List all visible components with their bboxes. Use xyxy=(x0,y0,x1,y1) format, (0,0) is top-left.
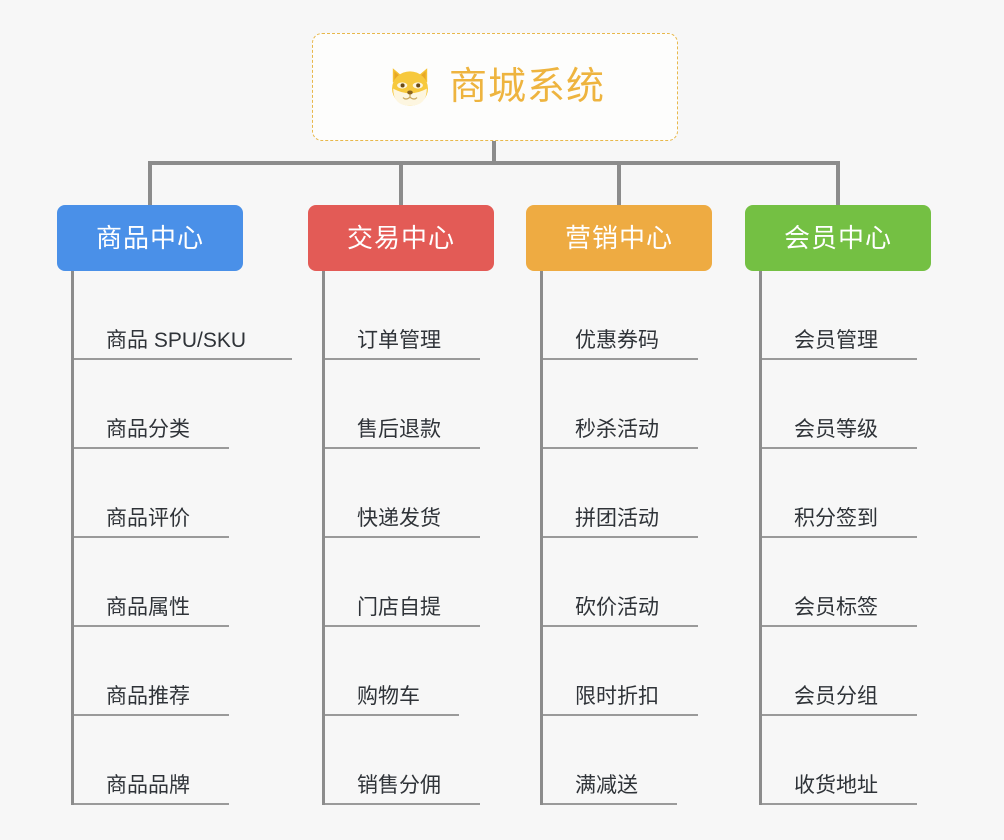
list-item[interactable]: 优惠券码 xyxy=(543,271,712,360)
list-item[interactable]: 会员标签 xyxy=(762,538,931,627)
leaf-label: 满减送 xyxy=(575,773,638,797)
list-item[interactable]: 快递发货 xyxy=(325,449,494,538)
category-column-marketing: 营销中心 优惠券码 秒杀活动 拼团活动 砍价活动 限时折扣 xyxy=(526,205,712,805)
category-header-label: 交易中心 xyxy=(346,223,455,253)
root-node-shop-system[interactable]: 商城系统 xyxy=(312,33,678,141)
leaf-label: 商品品牌 xyxy=(106,773,190,797)
leaf-list-marketing: 优惠券码 秒杀活动 拼团活动 砍价活动 限时折扣 满减送 xyxy=(540,271,712,805)
leaf-underline xyxy=(762,358,917,360)
category-header-member[interactable]: 会员中心 xyxy=(745,205,931,271)
leaf-label: 商品 SPU/SKU xyxy=(106,328,247,352)
leaf-list-trade: 订单管理 售后退款 快递发货 门店自提 购物车 销售分佣 xyxy=(322,271,494,805)
category-column-product: 商品中心 商品 SPU/SKU 商品分类 商品评价 商品属性 商品推荐 xyxy=(57,205,292,805)
leaf-underline xyxy=(325,536,480,538)
leaf-label: 快递发货 xyxy=(357,506,441,530)
leaf-label: 积分签到 xyxy=(794,506,878,530)
list-item[interactable]: 限时折扣 xyxy=(543,627,712,716)
category-header-label: 营销中心 xyxy=(564,223,673,253)
list-item[interactable]: 商品推荐 xyxy=(74,627,243,716)
connector-root-stem xyxy=(492,141,496,163)
list-item[interactable]: 商品分类 xyxy=(74,360,243,449)
shiba-dog-icon xyxy=(392,68,428,108)
leaf-label: 门店自提 xyxy=(357,595,441,619)
leaf-label: 秒杀活动 xyxy=(575,417,659,441)
connector-drop-3 xyxy=(617,161,621,205)
list-item[interactable]: 收货地址 xyxy=(762,716,931,805)
leaf-label: 售后退款 xyxy=(357,417,441,441)
list-item[interactable]: 拼团活动 xyxy=(543,449,712,538)
list-item[interactable]: 秒杀活动 xyxy=(543,360,712,449)
leaf-underline xyxy=(762,447,917,449)
leaf-label: 商品分类 xyxy=(106,417,190,441)
leaf-underline xyxy=(325,358,480,360)
leaf-underline xyxy=(543,447,698,449)
leaf-underline xyxy=(74,536,229,538)
leaf-label: 商品属性 xyxy=(106,595,190,619)
leaf-underline xyxy=(543,625,698,627)
leaf-underline xyxy=(762,625,917,627)
category-column-member: 会员中心 会员管理 会员等级 积分签到 会员标签 会员分组 xyxy=(745,205,931,805)
list-item[interactable]: 售后退款 xyxy=(325,360,494,449)
leaf-underline xyxy=(325,625,480,627)
leaf-underline xyxy=(762,714,917,716)
list-item[interactable]: 会员分组 xyxy=(762,627,931,716)
leaf-label: 优惠券码 xyxy=(575,328,659,352)
list-item[interactable]: 满减送 xyxy=(543,716,712,805)
leaf-label: 拼团活动 xyxy=(575,506,659,530)
leaf-label: 订单管理 xyxy=(357,328,441,352)
leaf-underline xyxy=(74,803,229,805)
leaf-underline xyxy=(762,536,917,538)
connector-drop-1 xyxy=(148,161,152,205)
list-item[interactable]: 门店自提 xyxy=(325,538,494,627)
leaf-label: 商品推荐 xyxy=(106,684,190,708)
leaf-label: 商品评价 xyxy=(106,506,190,530)
list-item[interactable]: 购物车 xyxy=(325,627,494,716)
leaf-label: 会员分组 xyxy=(794,684,878,708)
leaf-label: 砍价活动 xyxy=(575,595,659,619)
leaf-label: 限时折扣 xyxy=(575,684,659,708)
list-item[interactable]: 商品属性 xyxy=(74,538,243,627)
leaf-label: 购物车 xyxy=(357,684,420,708)
leaf-label: 会员等级 xyxy=(794,417,878,441)
leaf-underline xyxy=(543,714,698,716)
leaf-label: 收货地址 xyxy=(794,773,878,797)
leaf-underline xyxy=(543,803,677,805)
category-header-product[interactable]: 商品中心 xyxy=(57,205,243,271)
leaf-underline xyxy=(325,714,459,716)
connector-horizontal-bar xyxy=(150,161,840,165)
root-node-title: 商城系统 xyxy=(448,66,605,108)
list-item[interactable]: 订单管理 xyxy=(325,271,494,360)
list-item[interactable]: 砍价活动 xyxy=(543,538,712,627)
leaf-list-product: 商品 SPU/SKU 商品分类 商品评价 商品属性 商品推荐 商品品牌 xyxy=(71,271,292,805)
leaf-label: 会员管理 xyxy=(794,328,878,352)
category-header-trade[interactable]: 交易中心 xyxy=(308,205,494,271)
list-item[interactable]: 商品评价 xyxy=(74,449,243,538)
list-item[interactable]: 会员等级 xyxy=(762,360,931,449)
leaf-underline xyxy=(74,714,229,716)
leaf-underline xyxy=(74,358,292,360)
leaf-underline xyxy=(74,625,229,627)
category-header-marketing[interactable]: 营销中心 xyxy=(526,205,712,271)
list-item[interactable]: 积分签到 xyxy=(762,449,931,538)
connector-drop-2 xyxy=(399,161,403,205)
leaf-underline xyxy=(762,803,917,805)
leaf-label: 销售分佣 xyxy=(357,773,441,797)
leaf-underline xyxy=(543,536,698,538)
list-item[interactable]: 销售分佣 xyxy=(325,716,494,805)
category-header-label: 商品中心 xyxy=(95,223,204,253)
leaf-underline xyxy=(543,358,698,360)
list-item[interactable]: 会员管理 xyxy=(762,271,931,360)
category-column-trade: 交易中心 订单管理 售后退款 快递发货 门店自提 购物车 xyxy=(308,205,494,805)
connector-drop-4 xyxy=(836,161,840,205)
leaf-underline xyxy=(74,447,229,449)
list-item[interactable]: 商品 SPU/SKU xyxy=(74,271,292,360)
category-header-label: 会员中心 xyxy=(783,223,892,253)
leaf-underline xyxy=(325,447,480,449)
leaf-list-member: 会员管理 会员等级 积分签到 会员标签 会员分组 收货地址 xyxy=(759,271,931,805)
leaf-label: 会员标签 xyxy=(794,595,878,619)
leaf-underline xyxy=(325,803,480,805)
list-item[interactable]: 商品品牌 xyxy=(74,716,243,805)
